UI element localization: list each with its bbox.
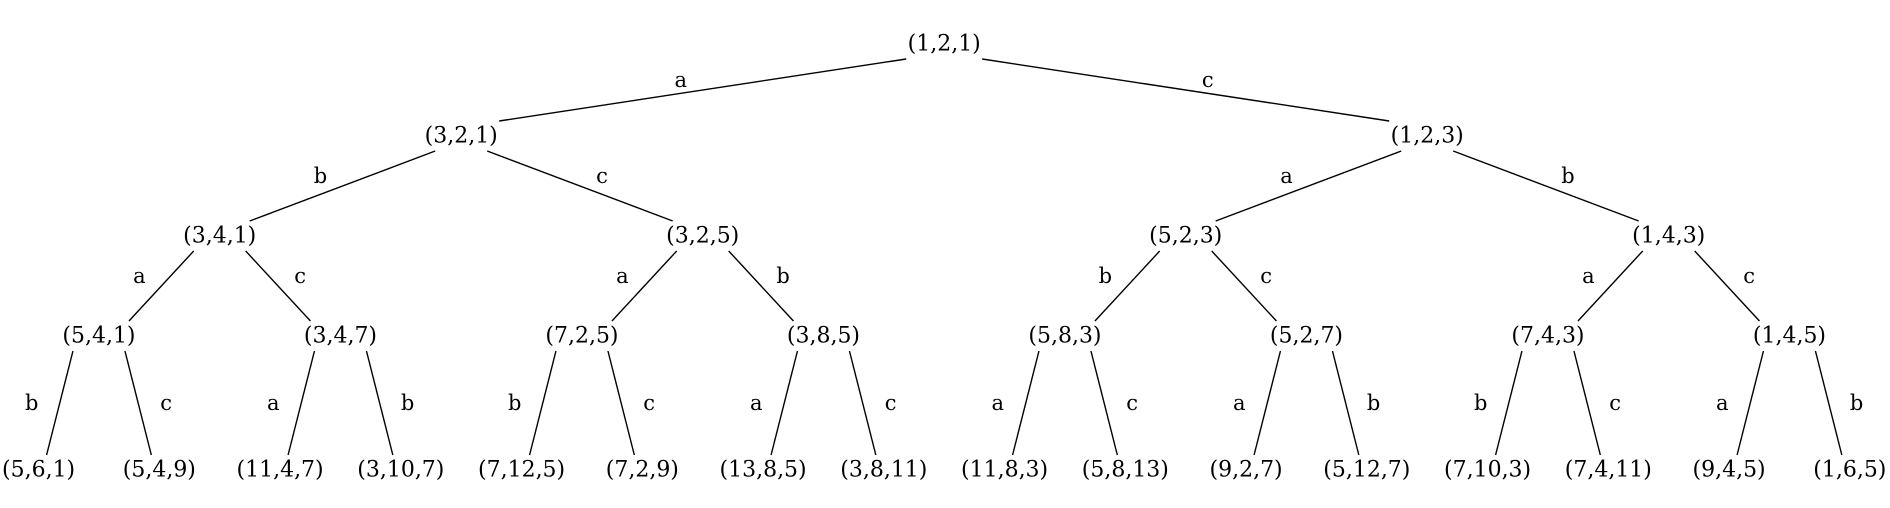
tree-edge <box>249 150 436 222</box>
tree-edge <box>728 250 794 322</box>
tree-edge <box>1452 150 1639 222</box>
tree-edges <box>45 58 1843 456</box>
tree-node-label: (3,2,5) <box>666 224 739 249</box>
tree-node-label: (3,8,5) <box>787 324 860 349</box>
tree-edge-label: a <box>1280 164 1293 188</box>
tree-edge-label: a <box>750 391 763 415</box>
tree-edge <box>1736 350 1765 456</box>
tree-node-label: (9,2,7) <box>1210 458 1283 483</box>
tree-node-label: (7,4,3) <box>1511 324 1584 349</box>
tree-nodes: (1,2,1) (3,2,1) (3,4,1) (5,4,1) (5,6,1) (5,4,… <box>2 32 1886 483</box>
tree-edge-label: a <box>267 391 280 415</box>
tree-edge-label: c <box>294 264 306 288</box>
tree-node-label: (3,2,1) <box>425 124 498 149</box>
tree-edge-label: b <box>25 391 38 415</box>
tree-edge-label: c <box>1609 391 1621 415</box>
tree-edge <box>1573 350 1602 456</box>
tree-node-label: (5,8,13) <box>1082 458 1169 483</box>
tree-edge-label: b <box>1099 264 1112 288</box>
tree-node-label: (1,4,5) <box>1753 324 1826 349</box>
tree-edge-label: b <box>776 264 789 288</box>
tree-edge <box>1215 150 1402 222</box>
tree-node-label: (3,4,1) <box>183 224 256 249</box>
tree-edge-label: b <box>1367 391 1380 415</box>
tree-edge <box>607 350 636 456</box>
tree-node-label: (7,10,3) <box>1444 458 1531 483</box>
tree-edge <box>1090 350 1119 456</box>
tree-node-label: (11,4,7) <box>237 458 324 483</box>
tree-edge <box>45 350 74 456</box>
tree-node-label: (7,2,5) <box>545 324 618 349</box>
tree-edge-label: c <box>1260 264 1272 288</box>
tree-edge <box>245 250 311 322</box>
tree-edge-label: a <box>992 391 1005 415</box>
tree-edge-label: a <box>1716 391 1729 415</box>
tree-edge <box>1094 250 1161 322</box>
tree-edge-label: a <box>674 68 687 92</box>
tree-node-label: (3,4,7) <box>304 324 377 349</box>
tree-node-label: (3,10,7) <box>357 458 444 483</box>
tree-edge <box>1814 350 1843 456</box>
tree-node-label: (7,12,5) <box>478 458 565 483</box>
tree-edge <box>124 350 153 456</box>
tree-edge-label: c <box>160 391 172 415</box>
tree-edge-label: c <box>1202 68 1214 92</box>
tree-edge-label: c <box>1743 264 1755 288</box>
tree-node-label: (3,8,11) <box>840 458 927 483</box>
tree-edge <box>982 58 1390 122</box>
tree-edge-label: b <box>508 391 521 415</box>
tree-edge-label: b <box>314 164 327 188</box>
tree-edge-label: a <box>1233 391 1246 415</box>
tree-edge-label: a <box>133 264 146 288</box>
tree-edge-label: c <box>596 164 608 188</box>
tree-edge <box>1211 250 1277 322</box>
tree-edge-labels: a b a b c c a b c a b c b a c c a b a c c a b b a b c c a b <box>25 68 1863 415</box>
tree-node-label: (1,4,3) <box>1632 224 1705 249</box>
tree-edge <box>770 350 799 456</box>
tree-edge <box>1694 250 1760 322</box>
tree-edge <box>1577 250 1644 322</box>
tree-edge-label: a <box>616 264 629 288</box>
tree-node-label: (5,8,3) <box>1028 324 1101 349</box>
tree-edge-label: c <box>643 391 655 415</box>
tree-edge <box>486 150 673 222</box>
tree-edge <box>1253 350 1282 456</box>
tree-node-label: (1,2,3) <box>1391 124 1464 149</box>
tree-node-label: (7,4,11) <box>1565 458 1652 483</box>
tree-edge-label: c <box>885 391 897 415</box>
tree-node-label: (11,8,3) <box>961 458 1048 483</box>
tree-edge <box>365 350 394 456</box>
tree-node-label: (5,12,7) <box>1323 458 1410 483</box>
tree-edge <box>528 350 557 456</box>
tree-edge-label: b <box>401 391 414 415</box>
tree-edge <box>611 250 678 322</box>
tree-edge <box>287 350 316 456</box>
tree-edge <box>848 350 877 456</box>
tree-node-label: (1,6,5) <box>1813 458 1886 483</box>
tree-node-label: (5,6,1) <box>2 458 75 483</box>
tree-node-label: (1,2,1) <box>908 32 981 57</box>
tree-edge <box>1331 350 1360 456</box>
tree-edge-label: c <box>1126 391 1138 415</box>
tree-node-label: (13,8,5) <box>720 458 807 483</box>
tree-edge-label: b <box>1850 391 1863 415</box>
tree-edge <box>1494 350 1523 456</box>
tree-edge-label: b <box>1474 391 1487 415</box>
tree-node-label: (5,2,7) <box>1270 324 1343 349</box>
tree-edge <box>499 58 907 122</box>
tree-edge-label: b <box>1561 164 1574 188</box>
tree-node-label: (5,4,9) <box>123 458 196 483</box>
tree-edge <box>1011 350 1040 456</box>
tree-node-label: (7,2,9) <box>606 458 679 483</box>
tree-edge-label: a <box>1582 264 1595 288</box>
tree-node-label: (5,4,1) <box>62 324 135 349</box>
tree-edge <box>128 250 195 322</box>
tree-node-label: (9,4,5) <box>1693 458 1766 483</box>
tree-node-label: (5,2,3) <box>1149 224 1222 249</box>
